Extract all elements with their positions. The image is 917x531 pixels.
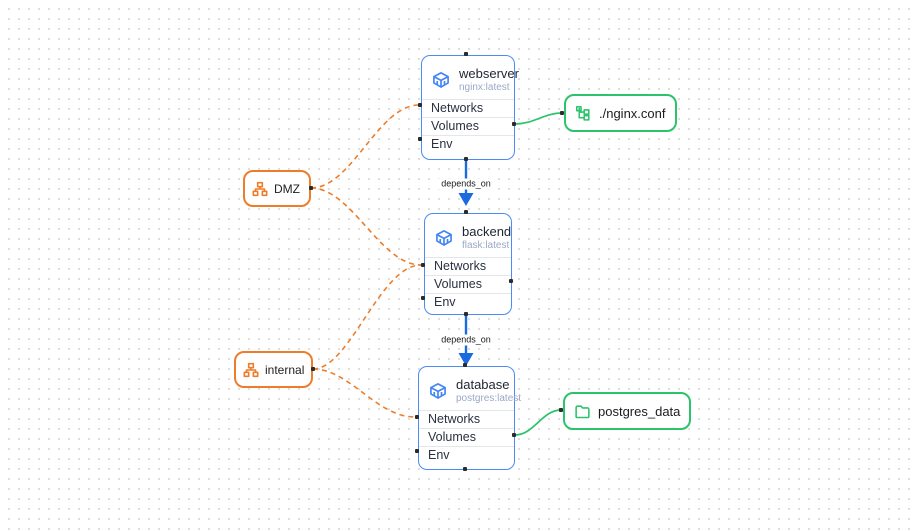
connection-handle[interactable]	[463, 467, 467, 471]
container-cube-icon	[428, 381, 448, 401]
edge-label-depends-on-2: depends_on	[438, 334, 494, 346]
connection-handle[interactable]	[421, 296, 425, 300]
service-row-volumes[interactable]: Volumes	[419, 428, 514, 446]
network-node-dmz[interactable]: DMZ	[243, 170, 311, 207]
resource-label: ./nginx.conf	[599, 105, 666, 121]
connection-handle[interactable]	[560, 111, 564, 115]
connection-handle[interactable]	[464, 52, 468, 56]
service-row-env[interactable]: Env	[425, 293, 511, 311]
network-sitemap-icon	[243, 362, 259, 378]
container-cube-icon	[431, 70, 451, 90]
service-node-backend[interactable]: backend flask:latest Networks Volumes En…	[424, 213, 512, 315]
resource-label: postgres_data	[598, 403, 681, 419]
service-title: database	[456, 376, 510, 392]
service-header: webserver nginx:latest	[422, 56, 519, 99]
config-tree-icon	[575, 105, 592, 122]
service-image-tag: flask:latest	[462, 239, 510, 251]
service-row-env[interactable]: Env	[419, 446, 514, 464]
service-header: database postgres:latest	[419, 367, 521, 410]
service-title: webserver	[459, 65, 519, 81]
connection-handle[interactable]	[559, 408, 563, 412]
service-node-database[interactable]: database postgres:latest Networks Volume…	[418, 366, 521, 470]
connection-handle[interactable]	[311, 367, 315, 371]
connection-handle[interactable]	[418, 103, 422, 107]
edge-label-depends-on-1: depends_on	[438, 178, 494, 190]
network-sitemap-icon	[252, 181, 268, 197]
connection-handle[interactable]	[309, 186, 313, 190]
edge-dmz-webserver	[310, 104, 420, 189]
container-cube-icon	[434, 228, 454, 248]
service-node-webserver[interactable]: webserver nginx:latest Networks Volumes …	[421, 55, 519, 160]
service-row-env[interactable]: Env	[422, 135, 514, 153]
network-node-internal[interactable]: internal	[234, 351, 313, 388]
service-image-tag: postgres:latest	[456, 392, 522, 404]
edge-database-postgresdata	[514, 409, 562, 436]
service-image-tag: nginx:latest	[459, 81, 510, 93]
network-label: DMZ	[274, 181, 300, 196]
service-row-networks[interactable]: Networks	[422, 99, 514, 117]
service-row-volumes[interactable]: Volumes	[425, 275, 511, 293]
edge-webserver-nginxconf	[514, 112, 563, 125]
resource-node-postgres-data[interactable]: postgres_data	[563, 392, 692, 430]
connection-handle[interactable]	[421, 263, 425, 267]
connection-handle[interactable]	[509, 279, 513, 283]
service-row-networks[interactable]: Networks	[419, 410, 514, 428]
connection-handle[interactable]	[418, 137, 422, 141]
connection-handle[interactable]	[415, 415, 419, 419]
edge-dmz-backend	[310, 187, 422, 266]
connection-handle[interactable]	[464, 210, 468, 214]
edge-internal-database	[312, 368, 416, 418]
service-title: backend	[462, 223, 512, 239]
network-label: internal	[265, 362, 305, 377]
service-row-networks[interactable]: Networks	[425, 257, 511, 275]
connection-handle[interactable]	[512, 433, 516, 437]
connection-handle[interactable]	[512, 122, 516, 126]
edge-internal-backend	[312, 264, 422, 370]
arrowhead-down-1	[458, 193, 474, 206]
connection-handle[interactable]	[415, 449, 419, 453]
connection-handle[interactable]	[464, 157, 468, 161]
folder-icon	[574, 403, 591, 420]
service-row-volumes[interactable]: Volumes	[422, 117, 514, 135]
connection-handle[interactable]	[464, 312, 468, 316]
service-header: backend flask:latest	[425, 214, 511, 257]
resource-node-nginx-conf[interactable]: ./nginx.conf	[564, 94, 677, 132]
connection-handle[interactable]	[463, 363, 467, 367]
